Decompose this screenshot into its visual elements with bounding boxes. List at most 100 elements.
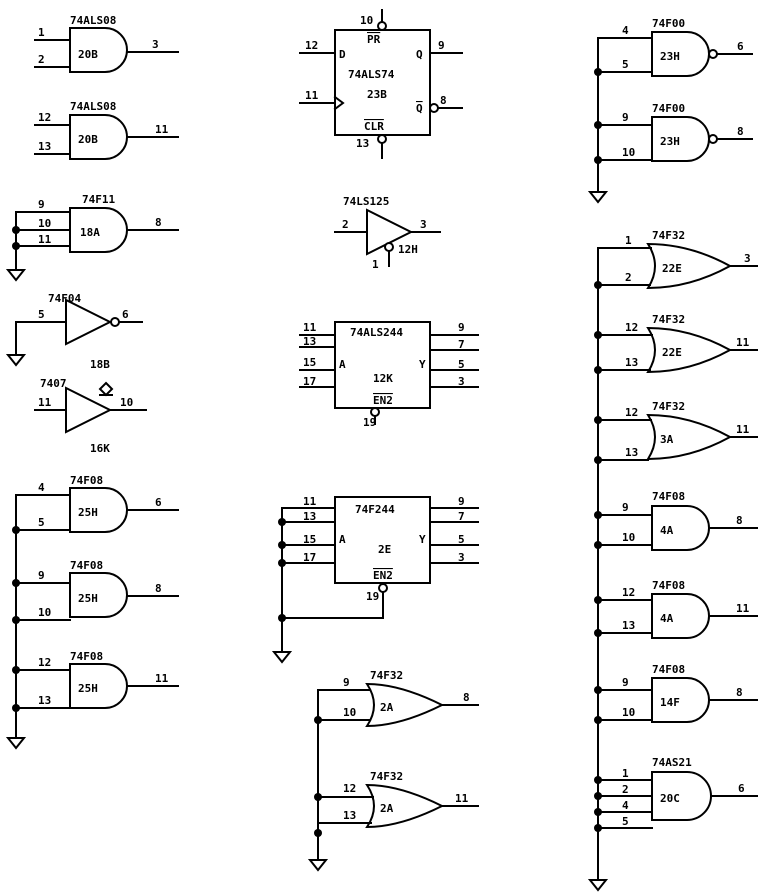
and-gate-74f08-25h-c: 74F08 25H 12 13 11 xyxy=(15,650,179,709)
pin-label: 9 xyxy=(343,676,350,689)
pin-label: 11 xyxy=(736,336,750,349)
nand-gate-74f00-23h-b: 74F00 23H 9 10 8 xyxy=(597,102,753,162)
pin-label: 13 xyxy=(625,446,638,459)
part-label: 74F11 xyxy=(82,193,115,206)
pin-label: 15 xyxy=(303,533,316,546)
pin-label: 6 xyxy=(122,308,129,321)
pin-label: 3 xyxy=(458,551,465,564)
pin-label: 11 xyxy=(38,396,52,409)
tristate-buffer-74ls125-12h: 74LS125 12H 2 1 3 xyxy=(334,195,441,271)
pin-label: 11 xyxy=(155,672,169,685)
pin-label: 3 xyxy=(458,375,465,388)
flip-flop-74als74-23b: 74ALS74 23B D PR CLR Q Q 10 12 11 13 9 8 xyxy=(299,9,463,159)
unit-label: 25H xyxy=(78,506,98,519)
pin-label: 9 xyxy=(438,39,445,52)
pin-label: 8 xyxy=(736,686,743,699)
part-label: 74F32 xyxy=(370,669,403,682)
pin-label: 4 xyxy=(622,799,629,812)
pin-label: 11 xyxy=(303,321,317,334)
pin-label: 1 xyxy=(625,234,632,247)
pin-label: 7 xyxy=(458,510,465,523)
unit-label: 14F xyxy=(660,696,680,709)
unit-label: 20B xyxy=(78,133,98,146)
pin-label: 17 xyxy=(303,375,316,388)
preset-label: PR xyxy=(367,33,381,46)
and-gate-74as21-20c: 74AS21 20C 1 2 4 5 6 xyxy=(597,756,758,829)
part-label: 74F32 xyxy=(652,313,685,326)
buffer-ic-74als244-12k: 74ALS244 12K A Y EN2 11 13 15 17 9 7 5 3… xyxy=(299,321,479,429)
pin-label: 10 xyxy=(38,606,51,619)
pin-label: 13 xyxy=(625,356,638,369)
unit-label: 18A xyxy=(80,226,100,239)
unit-label: 12K xyxy=(373,372,393,385)
pin-label: 11 xyxy=(155,123,169,136)
pin-label: 8 xyxy=(155,216,162,229)
pin-label: 12 xyxy=(305,39,318,52)
pin-label: 13 xyxy=(38,694,51,707)
pin-label: 2 xyxy=(625,271,632,284)
and-gate-74als08-20b-a: 74ALS08 20B 1 2 3 xyxy=(34,14,179,73)
d-input-label: D xyxy=(339,48,346,61)
pin-label: 19 xyxy=(363,416,376,429)
pin-label: 10 xyxy=(120,396,133,409)
and-gate-74f08-25h-a: 74F08 25H 4 5 6 xyxy=(15,474,179,533)
pin-label: 10 xyxy=(622,146,635,159)
unit-label: 2A xyxy=(380,802,394,815)
pin-label: 8 xyxy=(440,94,447,107)
pin-label: 6 xyxy=(738,782,745,795)
output-group-label: Y xyxy=(419,358,426,371)
pin-label: 10 xyxy=(343,706,356,719)
part-label: 74ALS08 xyxy=(70,100,116,113)
and-gate-74als08-20b-b: 74ALS08 20B 12 13 11 xyxy=(34,100,179,160)
pin-label: 3 xyxy=(744,252,751,265)
or-gate-74f32-3a: 74F32 3A 12 13 11 xyxy=(597,400,758,461)
pin-label: 4 xyxy=(38,481,45,494)
pin-label: 5 xyxy=(458,358,465,371)
pin-label: 9 xyxy=(622,501,629,514)
part-label: 74F00 xyxy=(652,17,685,30)
unit-label: 22E xyxy=(662,346,682,359)
pin-label: 11 xyxy=(455,792,469,805)
unit-label: 16K xyxy=(90,442,110,455)
unit-label: 4A xyxy=(660,612,674,625)
or-gate-74f32-2a-a: 74F32 2A 9 10 8 xyxy=(317,669,479,728)
ground-symbol xyxy=(5,354,27,367)
pin-label: 11 xyxy=(305,89,319,102)
pin-label: 17 xyxy=(303,551,316,564)
buffer-7407-16k: 7407 16K 11 10 xyxy=(34,377,147,455)
pin-label: 5 xyxy=(38,516,45,529)
part-label: 7407 xyxy=(40,377,67,390)
part-label: 74F08 xyxy=(70,559,103,572)
ground-symbol xyxy=(587,191,609,204)
unit-label: 23H xyxy=(660,50,680,63)
ground-symbol xyxy=(307,859,329,872)
pin-label: 13 xyxy=(303,335,316,348)
pin-label: 1 xyxy=(372,258,379,271)
qbar-output-label: Q xyxy=(416,102,423,115)
unit-label: 2A xyxy=(380,701,394,714)
pin-label: 11 xyxy=(303,495,317,508)
part-label: 74F08 xyxy=(70,650,103,663)
pin-label: 10 xyxy=(360,14,373,27)
pin-label: 6 xyxy=(155,496,162,509)
clear-label: CLR xyxy=(364,120,384,133)
unit-label: 22E xyxy=(662,262,682,275)
part-label: 74ALS244 xyxy=(350,326,403,339)
open-collector-icon xyxy=(98,381,114,397)
pin-label: 9 xyxy=(622,676,629,689)
unit-label: 12H xyxy=(398,243,418,256)
unit-label: 23H xyxy=(660,135,680,148)
unit-label: 25H xyxy=(78,682,98,695)
enable-label: EN2 xyxy=(373,569,393,582)
pin-label: 2 xyxy=(38,53,45,66)
unit-label: 20C xyxy=(660,792,680,805)
part-label: 74F00 xyxy=(652,102,685,115)
output-group-label: Y xyxy=(419,533,426,546)
pin-label: 6 xyxy=(737,40,744,53)
part-label: 74F08 xyxy=(652,490,685,503)
pin-label: 5 xyxy=(38,308,45,321)
unit-label: 23B xyxy=(367,88,387,101)
pin-label: 12 xyxy=(622,586,635,599)
pin-label: 10 xyxy=(622,706,635,719)
pin-label: 12 xyxy=(38,656,51,669)
